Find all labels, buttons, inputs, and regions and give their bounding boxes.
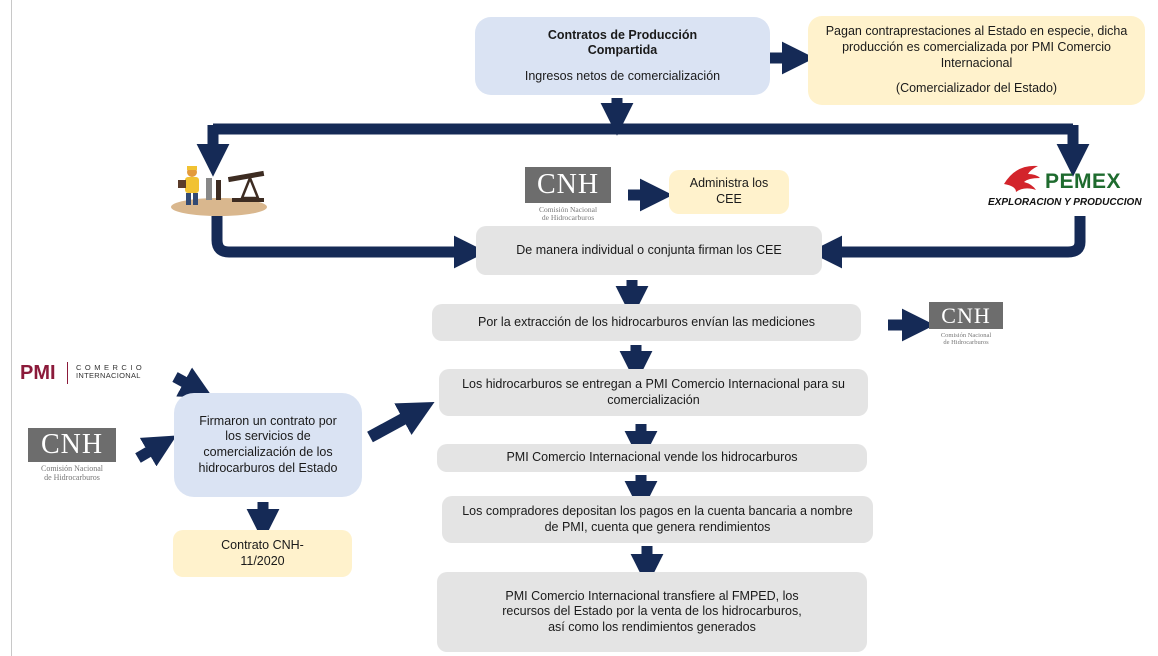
step-entrega-text: Los hidrocarburos se entregan a PMI Come… [462, 376, 845, 407]
pago-box: Pagan contraprestaciones al Estado en es… [808, 16, 1145, 105]
cnh-logo-left-text: CNH [40, 429, 104, 460]
pemex-eagle-icon [1004, 165, 1040, 192]
step-vende-text: PMI Comercio Internacional vende los hid… [506, 450, 798, 465]
step-pagos-box: Los compradores depositan los pagos en l… [442, 496, 873, 543]
cpc-title: Contratos de Producción Compartida [547, 27, 698, 58]
firman-text: De manera individual o conjunta firman l… [516, 242, 782, 257]
firman-box: De manera individual o conjunta firman l… [476, 226, 822, 275]
cnh-logo-right: CNH [929, 302, 1003, 329]
contrato-text: Contrato CNH-11/2020 [221, 537, 304, 568]
arrow-worker-to-firman [211, 216, 487, 269]
cnh-logo-right-caption: Comisión Nacional de Hidrocarburos [940, 332, 992, 347]
step-mediciones-text: Por la extracción de los hidrocarburos e… [478, 314, 815, 329]
cnh-logo-middle: CNH [525, 167, 611, 203]
pemex-logo-wordmark: PEMEX [1045, 170, 1122, 193]
left-border-line [11, 0, 12, 656]
cnh-logo-middle-text: CNH [536, 169, 600, 200]
arrow-pemex-to-firman [809, 216, 1086, 269]
firmaron-text: Firmaron un contrato por los servicios d… [198, 413, 338, 475]
arrow-cnh-left-to-firmaron [135, 435, 177, 467]
administra-text: Administra los CEE [689, 176, 769, 206]
step-entrega-box: Los hidrocarburos se entregan a PMI Come… [439, 369, 868, 416]
cnh-logo-middle-caption: Comisión Nacional de Hidrocarburos [538, 205, 598, 223]
cnh-logo-right-text: CNH [941, 302, 991, 328]
cpc-subtitle: Ingresos netos de comercialización [524, 68, 721, 83]
pago-subtext: (Comercializador del Estado) [895, 81, 1058, 96]
cnh-logo-left: CNH [28, 428, 116, 462]
pmi-logo-wordmark: PMI [20, 362, 56, 384]
oil-worker-pumpjack-icon [171, 166, 267, 216]
pago-text: Pagan contraprestaciones al Estado en es… [825, 24, 1128, 70]
pmi-logo-divider [67, 362, 68, 384]
step-transfiere-text: PMI Comercio Internacional transfiere al… [502, 588, 802, 634]
administra-box: Administra los CEE [669, 170, 789, 214]
step-vende-box: PMI Comercio Internacional vende los hid… [437, 444, 867, 472]
step-transfiere-box: PMI Comercio Internacional transfiere al… [437, 572, 867, 652]
contrato-box: Contrato CNH-11/2020 [173, 530, 352, 577]
pemex-logo-subtitle: EXPLORACION Y PRODUCCION [988, 197, 1142, 208]
step-mediciones-box: Por la extracción de los hidrocarburos e… [432, 304, 861, 341]
arrow-firmaron-to-step2 [367, 401, 435, 443]
cpc-box: Contratos de Producción Compartida Ingre… [475, 17, 770, 95]
cnh-logo-left-caption: Comisión Nacional de Hidrocarburos [41, 464, 103, 482]
arrow-pmi-to-firmaron [172, 367, 214, 398]
pmi-logo-subtitle: COMERCIO INTERNACIONAL [76, 363, 146, 381]
step-pagos-text: Los compradores depositan los pagos en l… [462, 503, 853, 534]
firmaron-box: Firmaron un contrato por los servicios d… [174, 393, 362, 497]
